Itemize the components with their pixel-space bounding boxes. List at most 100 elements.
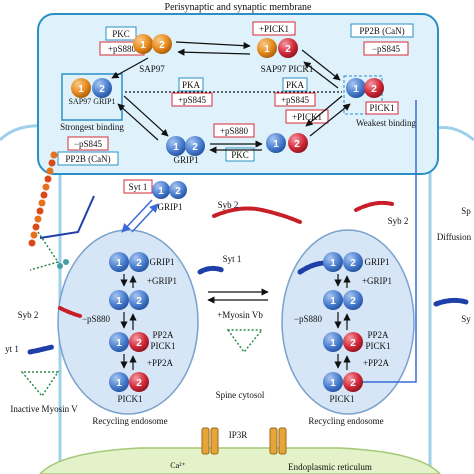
left-endosome-proteins <box>109 252 149 392</box>
right-pick1-label: PICK1 <box>365 341 390 351</box>
subunit-number: 2 <box>371 84 377 95</box>
subunit-number: 1 <box>330 338 336 349</box>
diffusion-label: Diffusion <box>437 232 472 242</box>
ip3r-label: IP3R <box>229 430 248 440</box>
ps845-plus-mid-label: +pS845 <box>178 95 207 105</box>
left-endosome-name: Recycling endosome <box>92 416 167 426</box>
subunit-number: 1 <box>264 44 270 55</box>
syt1-mid-label: Syt 1 <box>223 254 242 264</box>
blue-traffic-arrows <box>121 100 417 387</box>
left-grip1-label: GRIP1 <box>149 257 174 267</box>
subunit-number: 2 <box>136 296 142 307</box>
right-endosome-arrows <box>334 274 351 370</box>
ps880-center-label: +pS880 <box>220 126 249 136</box>
panel-title: Perisynaptic and synaptic membrane <box>165 2 312 13</box>
pick1-center-label: +PICK1 <box>292 112 322 122</box>
subunit-number: 2 <box>285 44 291 55</box>
subunit-number: 1 <box>116 338 122 349</box>
subunit-number: 1 <box>140 40 146 51</box>
grip1-syt-circles <box>152 181 187 199</box>
sap97-pick1-label: SAP97 PICK1 <box>261 64 314 74</box>
syt1-top-label: Syt 1 <box>129 182 148 192</box>
ps845-plus-right-label: +pS845 <box>281 95 310 105</box>
grip1-center-label: GRIP1 <box>173 155 198 165</box>
ca-label: Ca²⁺ <box>170 461 186 470</box>
syt-chain-right-edge <box>433 297 469 307</box>
syt1-left-label: yt 1 <box>5 344 19 354</box>
weakest-binding-label: Weakest binding <box>356 118 417 128</box>
syb2-chain-top <box>212 206 302 224</box>
subunit-number: 1 <box>173 142 179 153</box>
spine-cytosol-label: Spine cytosol <box>216 390 265 400</box>
ps845-minus-top-label: −pS845 <box>372 44 401 54</box>
subunit-number: 1 <box>273 139 279 150</box>
right-bottom-pick1-label: PICK1 <box>329 394 354 404</box>
right-minus-ps880-label: −pS880 <box>294 314 323 324</box>
left-pp2a-label: PP2A <box>152 330 174 340</box>
subunit-number: 2 <box>99 84 105 95</box>
myosin-filament <box>28 151 95 271</box>
sap97-left-label: SAP97 <box>139 64 165 74</box>
ps845-minus-left-label: −pS845 <box>74 139 103 149</box>
right-plus-pp2a-label: +PP2A <box>363 358 390 368</box>
subunit-number: 1 <box>353 84 359 95</box>
subunit-number: 2 <box>192 142 198 153</box>
right-plus-grip1-label: +GRIP1 <box>362 276 392 286</box>
recycling-endosome-right <box>281 229 415 415</box>
inactive-myosin-v <box>20 371 60 398</box>
pka-right-label: PKA <box>286 80 305 90</box>
pp2b-left-label: PP2B (CaN) <box>65 154 110 164</box>
subunit-number: 2 <box>159 40 165 51</box>
protein-circles-top <box>71 34 384 156</box>
right-endosome-name: Recycling endosome <box>308 416 383 426</box>
top-arrows <box>111 41 351 154</box>
subunit-number: 1 <box>158 186 164 197</box>
subunit-number: 2 <box>175 186 181 197</box>
subunit-number: 2 <box>294 139 300 150</box>
left-minus-ps880-label: −pS880 <box>82 314 111 324</box>
pick1-top-label: +PICK1 <box>259 24 289 34</box>
subunit-number: 1 <box>330 378 336 389</box>
pkc-top-label: PKC <box>112 29 130 39</box>
left-plus-grip1-label: +GRIP1 <box>147 276 177 286</box>
subunit-number: 1 <box>330 258 336 269</box>
subunit-number: 1 <box>116 258 122 269</box>
myosin-vb-label: +Myosin Vb <box>217 310 263 320</box>
right-grip1-label: GRIP1 <box>364 257 389 267</box>
subunit-number: 2 <box>350 378 356 389</box>
left-plus-pp2a-label: +PP2A <box>147 358 174 368</box>
er-shape <box>38 447 442 474</box>
syb2-right-label: Syb 2 <box>388 216 409 226</box>
syb2-chain-left <box>58 306 82 318</box>
left-pick1-label: PICK1 <box>150 341 175 351</box>
er-label: Endoplasmic reticulum <box>288 462 372 472</box>
subunit-number: 1 <box>330 296 336 307</box>
grip1-syt-label: GRIP1 <box>157 202 182 212</box>
right-endosome-proteins <box>323 252 363 392</box>
subunit-number: 1 <box>116 378 122 389</box>
pkc-center-label: PKC <box>231 150 249 160</box>
ps880-top-label: +pS880 <box>108 44 137 54</box>
pka-mid-label: PKA <box>182 80 201 90</box>
subunit-number: 2 <box>350 296 356 307</box>
box-layer <box>57 21 414 194</box>
syb2-left-label: Syb 2 <box>18 310 39 320</box>
left-bottom-pick1-label: PICK1 <box>117 394 142 404</box>
syt1-chain-left <box>27 344 55 355</box>
recycling-endosome-left <box>57 229 199 415</box>
myosin-vb-arrows <box>207 288 269 304</box>
subunit-number: 1 <box>116 296 122 307</box>
strongest-binding-label: Strongest binding <box>60 122 124 132</box>
ip3r-channel-left <box>201 427 219 455</box>
subunit-number: 2 <box>350 258 356 269</box>
sp-cut-label: Sp <box>461 206 471 216</box>
subunit-number: 2 <box>136 258 142 269</box>
myosin-dashed-small <box>226 329 264 354</box>
pick1-boxed-label: PICK1 <box>369 103 394 113</box>
syb2-top-label: Syb 2 <box>218 200 239 210</box>
sy-cut-label: Sy <box>461 314 471 324</box>
sap97-grip1-label: SAP97 GRIP1 <box>69 97 116 106</box>
right-pp2a-label: PP2A <box>367 330 389 340</box>
